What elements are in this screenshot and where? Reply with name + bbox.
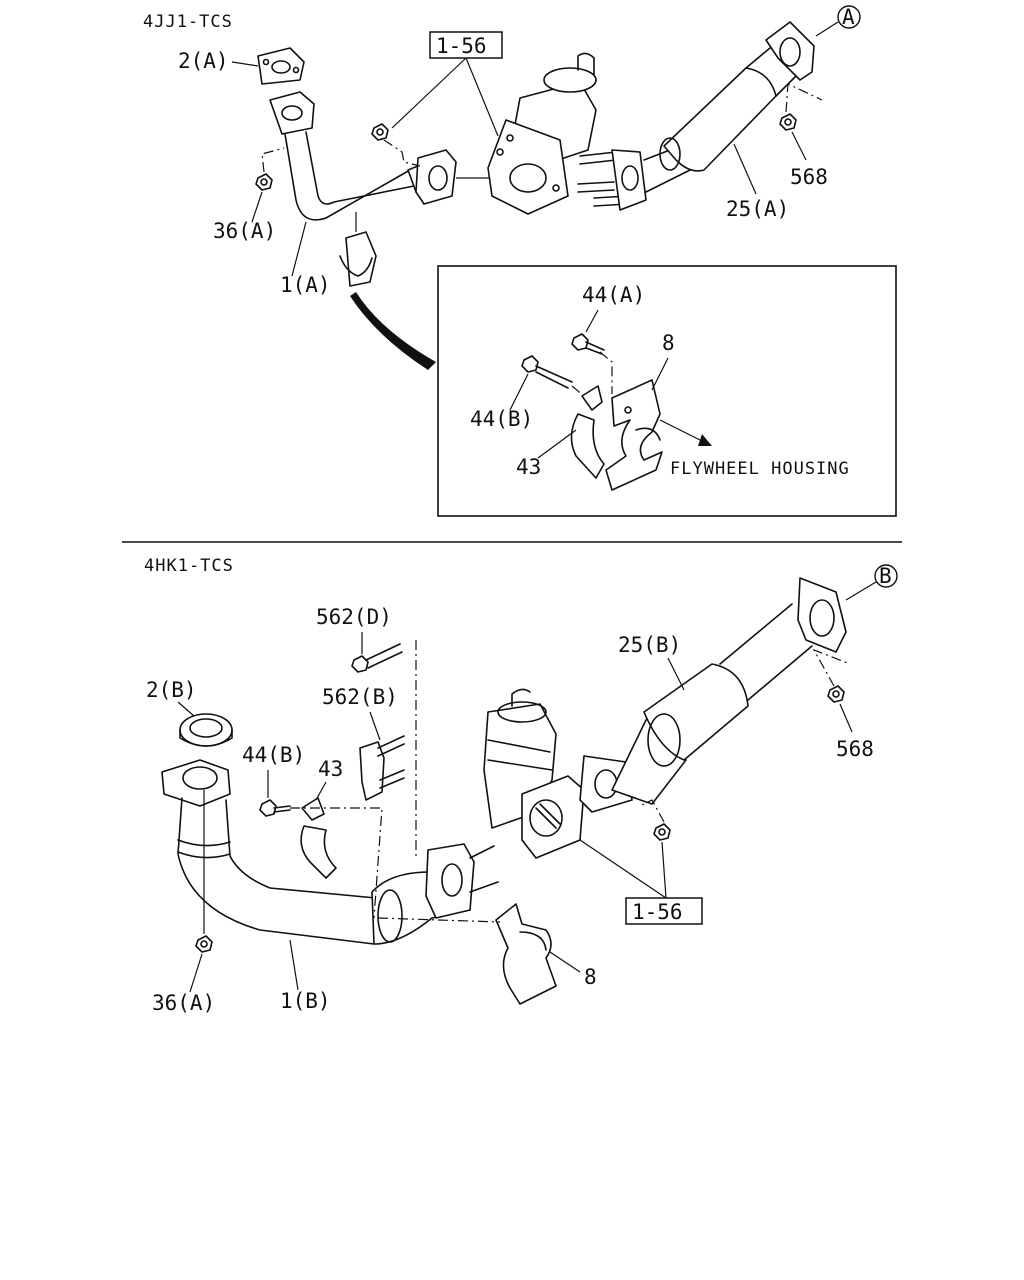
detail-pointer-arrow: [350, 292, 436, 370]
front-pipe-1a: [269, 91, 457, 221]
downpipe-25b: [611, 577, 847, 805]
callout-8-bottom: 8: [584, 965, 597, 989]
flange-gasket-bottom: [579, 755, 633, 813]
callout-2a: 2(A): [178, 49, 229, 73]
callout-36a-bottom: 36(A): [152, 991, 215, 1015]
callout-36a-top: 36(A): [213, 219, 276, 243]
callout-44a: 44(A): [582, 283, 645, 307]
bolt-44b: [521, 355, 573, 389]
callout-1-56-top: 1-56: [436, 34, 487, 58]
nut-small-bottom: [653, 823, 671, 841]
callout-1b: 1(B): [280, 989, 331, 1013]
ref-label-b: B: [879, 564, 892, 588]
callout-562b: 562(B): [322, 685, 398, 709]
callout-562d: 562(D): [316, 605, 392, 629]
flywheel-housing-note: FLYWHEEL HOUSING: [670, 459, 850, 479]
callout-568-bottom: 568: [836, 737, 874, 761]
gasket-2a: [257, 47, 305, 85]
bolt-44a: [571, 333, 605, 355]
ref-circle-a: [837, 5, 861, 29]
nut-568-bottom: [827, 685, 845, 703]
detail-inset-box: [437, 265, 897, 517]
ref-circle-b: [874, 564, 898, 588]
front-pipe-1b: [161, 759, 499, 945]
callout-1-56-bottom: 1-56: [632, 900, 683, 924]
callout-43-bottom: 43: [318, 757, 343, 781]
callout-44b: 44(B): [470, 407, 533, 431]
ref-label-a: A: [842, 5, 855, 29]
callout-8-detail: 8: [662, 331, 675, 355]
nut-568-top: [779, 113, 797, 131]
callout-2b: 2(B): [146, 678, 197, 702]
callout-25b: 25(B): [618, 633, 681, 657]
downpipe-25a: [611, 21, 815, 211]
bolt-562b: [359, 735, 405, 801]
nut-36a: [255, 173, 273, 191]
callout-44b-bottom: 44(B): [242, 743, 305, 767]
catalyst-unit-1-56-bottom: [483, 688, 585, 859]
callout-1a: 1(A): [280, 273, 331, 297]
nut-36a-bottom: [195, 935, 213, 953]
pipe-clamp-top: [339, 231, 377, 287]
callout-43-detail: 43: [516, 455, 541, 479]
catalyst-unit-1-56-top: [487, 52, 597, 215]
bolt-44b-bottom: [259, 799, 291, 817]
callout-box-1-56-bottom: [625, 897, 703, 925]
flywheel-arrow-head: [698, 434, 712, 446]
section-label-4jj1: 4JJ1-TCS: [143, 12, 233, 32]
bracket-8-bottom: [495, 903, 557, 1005]
callout-568-top: 568: [790, 165, 828, 189]
clamp-43-bottom: [300, 797, 337, 879]
bracket-8: [605, 379, 663, 491]
section-label-4hk1: 4HK1-TCS: [144, 556, 234, 576]
callout-25a: 25(A): [726, 197, 789, 221]
clamp-43: [570, 385, 605, 479]
bolt-562d: [351, 643, 403, 673]
nut-small-top: [371, 123, 389, 141]
gasket-2b: [179, 713, 233, 747]
